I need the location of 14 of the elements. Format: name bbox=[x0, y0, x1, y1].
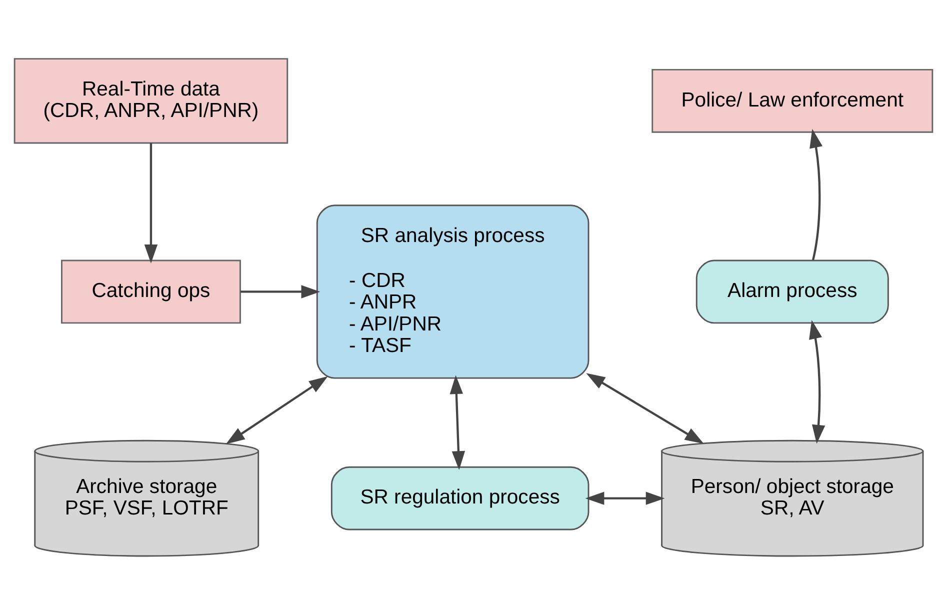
node-box: Catching ops bbox=[61, 259, 241, 324]
arrow bbox=[585, 491, 665, 504]
arrow bbox=[810, 128, 823, 260]
node-box: Real-Time data (CDR, ANPR, API/PNR) bbox=[14, 58, 288, 144]
arrow bbox=[240, 284, 320, 298]
arrow bbox=[226, 376, 328, 444]
arrow bbox=[450, 374, 466, 470]
arrow bbox=[144, 142, 158, 263]
node-box: SR analysis process - CDR - ANPR - API/PNR - TASF bbox=[316, 204, 590, 378]
arrow bbox=[586, 372, 704, 444]
node-box: Alarm process bbox=[696, 259, 889, 324]
arrow bbox=[809, 320, 826, 444]
node-box: Police/ Law enforcement bbox=[652, 68, 934, 132]
node-box: SR regulation process bbox=[330, 466, 590, 530]
